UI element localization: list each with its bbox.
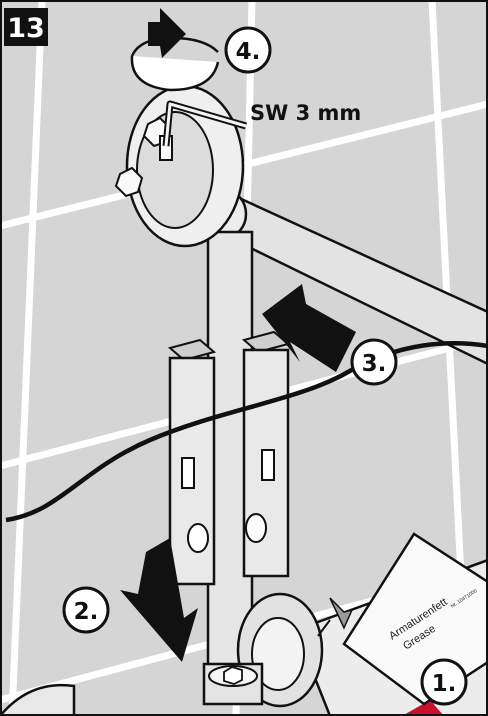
mounting-bracket-left bbox=[167, 338, 217, 586]
clip-slot-right bbox=[261, 449, 275, 481]
step-1-label: 1. bbox=[432, 671, 457, 697]
step-4-label: 4. bbox=[236, 39, 261, 65]
allen-key bbox=[162, 100, 247, 147]
clip-slot-left bbox=[181, 457, 195, 489]
down-arrow bbox=[120, 538, 198, 662]
clip-screw-left bbox=[187, 523, 209, 553]
step-callout-1: 1. bbox=[420, 658, 468, 706]
wall-flange bbox=[114, 84, 245, 248]
shower-hose bbox=[5, 341, 488, 523]
bottom-fitting bbox=[0, 662, 264, 716]
hex-nut-bottom bbox=[114, 166, 144, 198]
figure-number-badge: 13 bbox=[4, 8, 48, 46]
step-callout-2: 2. bbox=[62, 586, 110, 634]
figure-number: 13 bbox=[7, 13, 45, 44]
clip-screw-right bbox=[245, 513, 267, 543]
hex-socket bbox=[223, 666, 243, 685]
step-3-label: 3. bbox=[362, 351, 387, 377]
tube-nozzle bbox=[329, 597, 354, 630]
rotation-arrow bbox=[130, 8, 220, 92]
mounting-bracket-right bbox=[241, 330, 291, 578]
rotation-arrowhead bbox=[148, 8, 186, 58]
step-callout-3: 3. bbox=[350, 338, 398, 386]
step-2-label: 2. bbox=[74, 599, 99, 625]
bottom-left-part bbox=[0, 683, 76, 716]
push-arrow bbox=[262, 284, 356, 372]
wrench-size-label: SW 3 mm bbox=[250, 101, 361, 125]
step-callout-4: 4. bbox=[224, 26, 272, 74]
